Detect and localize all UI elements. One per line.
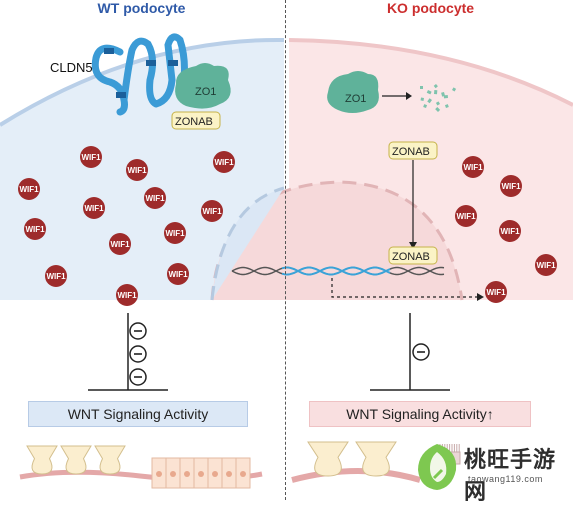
wt-membrane [0, 37, 285, 127]
wt-zonab-box [171, 111, 221, 130]
wif1-protein [485, 281, 507, 303]
wt-panel-title: WT podocyte [97, 0, 186, 16]
wif1-label: WIF1 [19, 185, 39, 194]
wif1-label: WIF1 [84, 204, 104, 213]
wif1-protein [201, 200, 223, 222]
ko-minus-group [412, 343, 430, 361]
wif1-protein [126, 159, 148, 181]
watermark: 桃旺手游网 taowang119.com [412, 436, 567, 504]
wif1-label: WIF1 [110, 240, 130, 249]
podocyte-foot-process [355, 441, 397, 477]
wif1-protein [213, 151, 235, 173]
wif1-protein [80, 146, 102, 168]
zo1-fragments [420, 83, 457, 112]
wt-zonab-label: ZONAB [175, 116, 213, 128]
wif1-label: WIF1 [536, 261, 556, 270]
nucleus-envelope-left [210, 186, 285, 301]
wif1-label: WIF1 [456, 212, 476, 221]
ko-foot-processes [307, 441, 397, 477]
wif1-protein [167, 263, 189, 285]
wif1-protein [116, 284, 138, 306]
wif1-protein [24, 218, 46, 240]
wt-zo1-blob [175, 63, 231, 109]
podocyte-foot-process [60, 445, 92, 475]
podocyte-foot-process [94, 445, 126, 475]
panel-divider [285, 0, 286, 500]
wif1-protein [500, 175, 522, 197]
wt-wnt-activity-box: WNT Signaling Activity [28, 401, 248, 427]
ko-wnt-activity-box: WNT Signaling Activity↑ [309, 401, 531, 427]
wif1-protein [164, 222, 186, 244]
wif1-label: WIF1 [165, 229, 185, 238]
wif1-label: WIF1 [463, 163, 483, 172]
transcription-arrow [331, 278, 477, 298]
watermark-text: 桃旺手游网 [464, 447, 557, 504]
wif1-protein [535, 254, 557, 276]
wif1-protein [455, 205, 477, 227]
wif1-label: WIF1 [25, 225, 45, 234]
wif1-protein [83, 197, 105, 219]
wif1-label: WIF1 [81, 153, 101, 162]
wt-foot-processes [26, 445, 126, 475]
cldn5-label: CLDN5 [50, 60, 93, 75]
wif1-protein [144, 187, 166, 209]
wif1-label: WIF1 [117, 291, 137, 300]
watermark-logo-icon [418, 444, 457, 490]
ko-panel-title: KO podocyte [386, 0, 475, 16]
wif1-protein [109, 233, 131, 255]
wif1-protein [462, 156, 484, 178]
wif1-label: WIF1 [202, 207, 222, 216]
wif1-label: WIF1 [145, 194, 165, 203]
podocyte-foot-process [307, 441, 349, 477]
wif1-label: WIF1 [501, 182, 521, 191]
ko-basement-membrane [291, 468, 421, 483]
wif1-label: WIF1 [214, 158, 234, 167]
wif1-protein [45, 265, 67, 287]
ko-zonab-label-bottom: ZONAB [392, 251, 430, 263]
wt-minus-group [129, 322, 147, 386]
ko-zonab-label-top: ZONAB [392, 146, 430, 158]
wif1-label: WIF1 [168, 270, 188, 279]
wif1-protein [18, 178, 40, 200]
ko-membrane [288, 38, 573, 107]
watermark-subtext: taowang119.com [468, 474, 543, 484]
podocyte-foot-process [26, 445, 58, 475]
wif1-protein [499, 220, 521, 242]
wif1-label: WIF1 [127, 166, 147, 175]
wt-tubule-cells [151, 457, 251, 489]
ko-zonab-box-top [388, 141, 438, 160]
ko-zo1-label: ZO1 [345, 93, 366, 105]
wif1-label: WIF1 [486, 288, 506, 297]
ko-zo1-blob [327, 71, 379, 113]
wif1-label: WIF1 [500, 227, 520, 236]
wif1-label: WIF1 [46, 272, 66, 281]
ko-zonab-box-bottom [388, 246, 438, 265]
wt-zo1-label: ZO1 [195, 86, 216, 98]
dna-helix [231, 266, 445, 276]
